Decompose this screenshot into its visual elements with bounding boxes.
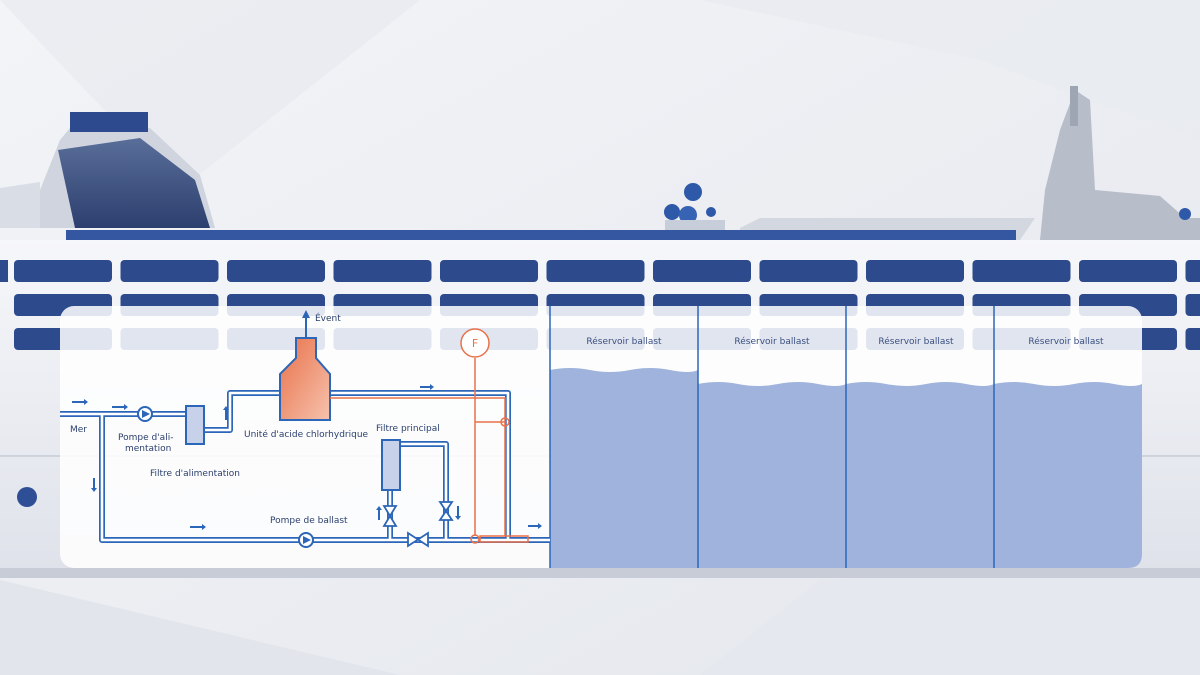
funnel	[58, 138, 210, 228]
cabin-window	[759, 260, 858, 282]
dosing-valve	[500, 417, 510, 427]
bg-facet	[700, 0, 1200, 140]
hcl-unit-label: Unité d'acide chlorhydrique	[244, 429, 369, 440]
feed-filter	[185, 405, 205, 445]
dosing-line	[330, 358, 529, 544]
main-filter-label: Filtre principal	[376, 424, 440, 434]
main-filter	[381, 439, 401, 491]
cabin-window	[1079, 260, 1177, 282]
feed-pump-label-2: mentation	[125, 444, 171, 454]
flow-arrow	[190, 524, 206, 530]
cabin-window	[440, 260, 538, 282]
hull-keel	[0, 568, 1200, 578]
flow-arrow	[91, 478, 97, 492]
bg-facet	[0, 580, 400, 675]
flow-arrow	[528, 523, 542, 529]
flow-arrow	[72, 399, 88, 405]
dosing-pipe	[330, 397, 506, 536]
porthole	[17, 487, 37, 507]
bg-facet	[700, 560, 1200, 675]
cabin-window	[1185, 260, 1200, 282]
cabin-window	[546, 260, 645, 282]
tank-water-1	[550, 368, 698, 568]
valves	[382, 501, 454, 548]
cabin-window	[866, 260, 964, 282]
cabin-window	[972, 260, 1071, 282]
tank-label: Réservoir ballast	[1028, 336, 1104, 347]
radar-dome	[679, 206, 697, 224]
flow-arrow	[223, 406, 229, 420]
cabin-window	[227, 260, 325, 282]
flow-arrow	[112, 404, 128, 410]
bridge-mast	[1040, 90, 1200, 240]
radar-base	[665, 220, 725, 230]
radar-dome	[706, 207, 716, 217]
cabin-window	[1185, 328, 1200, 350]
flow-arrow	[420, 384, 434, 390]
ballast-pump-label: Pompe de ballast	[270, 516, 348, 526]
valve-icon	[407, 531, 429, 548]
cabin-window	[333, 260, 432, 282]
flow-arrow	[376, 506, 382, 520]
cabin-window	[1185, 294, 1200, 316]
solar-panels	[66, 230, 1016, 240]
tank-label: Réservoir ballast	[734, 336, 810, 347]
cabin-window	[0, 260, 8, 282]
flow-meter-label: F	[472, 337, 478, 350]
valve-icon	[382, 505, 398, 527]
radar-dome	[1179, 208, 1191, 220]
tank-water-4	[994, 382, 1142, 568]
tank-label: Réservoir ballast	[586, 336, 662, 347]
mast	[1070, 86, 1078, 126]
flow-arrows	[72, 384, 542, 530]
radar-dome	[684, 183, 702, 201]
mixer	[479, 535, 529, 543]
sea-label: Mer	[70, 425, 87, 435]
ballast-tanks: Réservoir ballast Réservoir ballast Rése…	[549, 306, 1142, 568]
cabin-window	[14, 260, 112, 282]
hcl-unit	[279, 337, 331, 421]
aft-deck	[0, 182, 40, 228]
pump-icon	[142, 410, 150, 418]
tank-water-3	[846, 382, 994, 568]
radar-dome	[664, 204, 680, 220]
bg-facet	[0, 0, 420, 190]
pump-icon	[303, 536, 311, 544]
flow-meter	[460, 328, 490, 358]
valve-icon	[438, 501, 454, 521]
feed-filter-label: Filtre d'alimentation	[150, 469, 240, 479]
pipework-inner	[60, 391, 550, 542]
cabin-window	[120, 260, 219, 282]
flow-arrow	[455, 506, 461, 520]
tank-water-2	[698, 382, 846, 568]
vent-arrow	[302, 310, 310, 318]
cabin-window	[653, 260, 751, 282]
injection-point	[470, 534, 480, 544]
vent-label: Évent	[315, 312, 341, 324]
tank-label: Réservoir ballast	[878, 336, 954, 347]
funnel-top	[70, 112, 148, 132]
feed-pump-label: Pompe d'ali-	[118, 433, 173, 443]
